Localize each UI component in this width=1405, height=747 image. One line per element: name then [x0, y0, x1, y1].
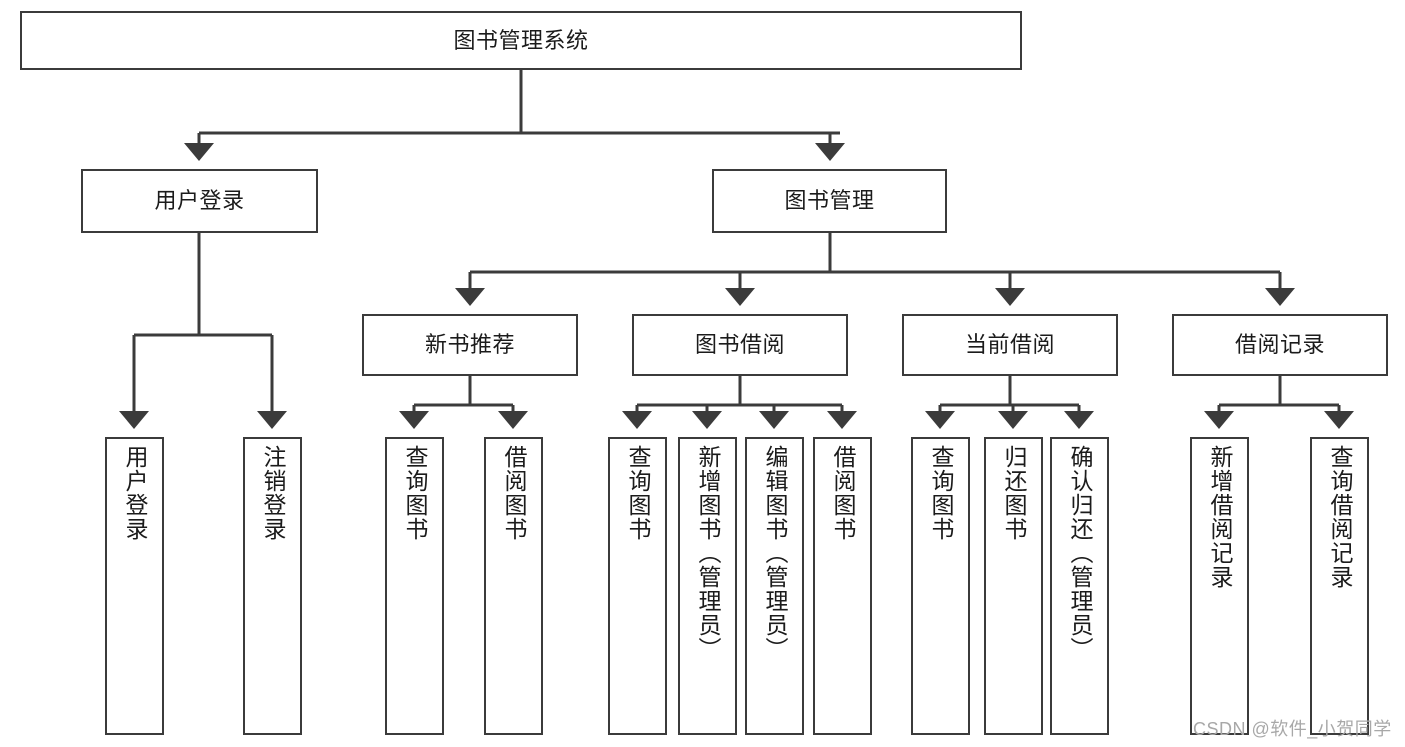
node-leaf-borrow-book-2[interactable]: 借阅图书: [813, 437, 872, 735]
node-user-login-label: 用户登录: [154, 188, 245, 214]
node-leaf-edit-book-admin-label: 编辑图书（管理员）: [762, 445, 788, 661]
node-leaf-borrow-book-2-label: 借阅图书: [830, 445, 856, 541]
node-new-book-recommend[interactable]: 新书推荐: [362, 314, 578, 376]
node-leaf-edit-book-admin[interactable]: 编辑图书（管理员）: [745, 437, 804, 735]
node-leaf-borrow-book-1[interactable]: 借阅图书: [484, 437, 543, 735]
node-leaf-add-borrow-record-label: 新增借阅记录: [1207, 445, 1233, 589]
node-leaf-logout-login[interactable]: 注销登录: [243, 437, 302, 735]
node-book-borrow-label: 图书借阅: [694, 332, 785, 358]
node-leaf-query-book-2-label: 查询图书: [625, 445, 651, 541]
node-borrow-record-label: 借阅记录: [1234, 332, 1325, 358]
node-leaf-query-book-3[interactable]: 查询图书: [911, 437, 970, 735]
node-new-book-recommend-label: 新书推荐: [424, 332, 515, 358]
node-leaf-query-borrow-record[interactable]: 查询借阅记录: [1310, 437, 1369, 735]
node-leaf-return-book[interactable]: 归还图书: [984, 437, 1043, 735]
node-leaf-user-login-label: 用户登录: [122, 445, 148, 541]
node-root[interactable]: 图书管理系统: [20, 11, 1022, 70]
node-leaf-query-book-1[interactable]: 查询图书: [385, 437, 444, 735]
node-book-borrow[interactable]: 图书借阅: [632, 314, 848, 376]
node-leaf-query-book-1-label: 查询图书: [402, 445, 428, 541]
csdn-watermark: CSDN @软件_小贺同学: [1193, 719, 1392, 739]
node-leaf-add-book-admin[interactable]: 新增图书（管理员）: [678, 437, 737, 735]
node-leaf-borrow-book-1-label: 借阅图书: [501, 445, 527, 541]
node-leaf-logout-login-label: 注销登录: [260, 445, 286, 541]
node-book-manage[interactable]: 图书管理: [712, 169, 947, 233]
node-user-login[interactable]: 用户登录: [81, 169, 318, 233]
node-leaf-user-login[interactable]: 用户登录: [105, 437, 164, 735]
node-leaf-confirm-return-admin-label: 确认归还（管理员）: [1067, 445, 1093, 661]
node-leaf-return-book-label: 归还图书: [1001, 445, 1027, 541]
node-leaf-add-book-admin-label: 新增图书（管理员）: [695, 445, 721, 661]
node-leaf-query-borrow-record-label: 查询借阅记录: [1327, 445, 1353, 589]
node-book-manage-label: 图书管理: [784, 188, 875, 214]
node-leaf-add-borrow-record[interactable]: 新增借阅记录: [1190, 437, 1249, 735]
node-leaf-query-book-3-label: 查询图书: [928, 445, 954, 541]
node-current-borrow-label: 当前借阅: [964, 332, 1055, 358]
node-root-label: 图书管理系统: [453, 27, 589, 53]
node-current-borrow[interactable]: 当前借阅: [902, 314, 1118, 376]
node-leaf-confirm-return-admin[interactable]: 确认归还（管理员）: [1050, 437, 1109, 735]
node-leaf-query-book-2[interactable]: 查询图书: [608, 437, 667, 735]
node-borrow-record[interactable]: 借阅记录: [1172, 314, 1388, 376]
